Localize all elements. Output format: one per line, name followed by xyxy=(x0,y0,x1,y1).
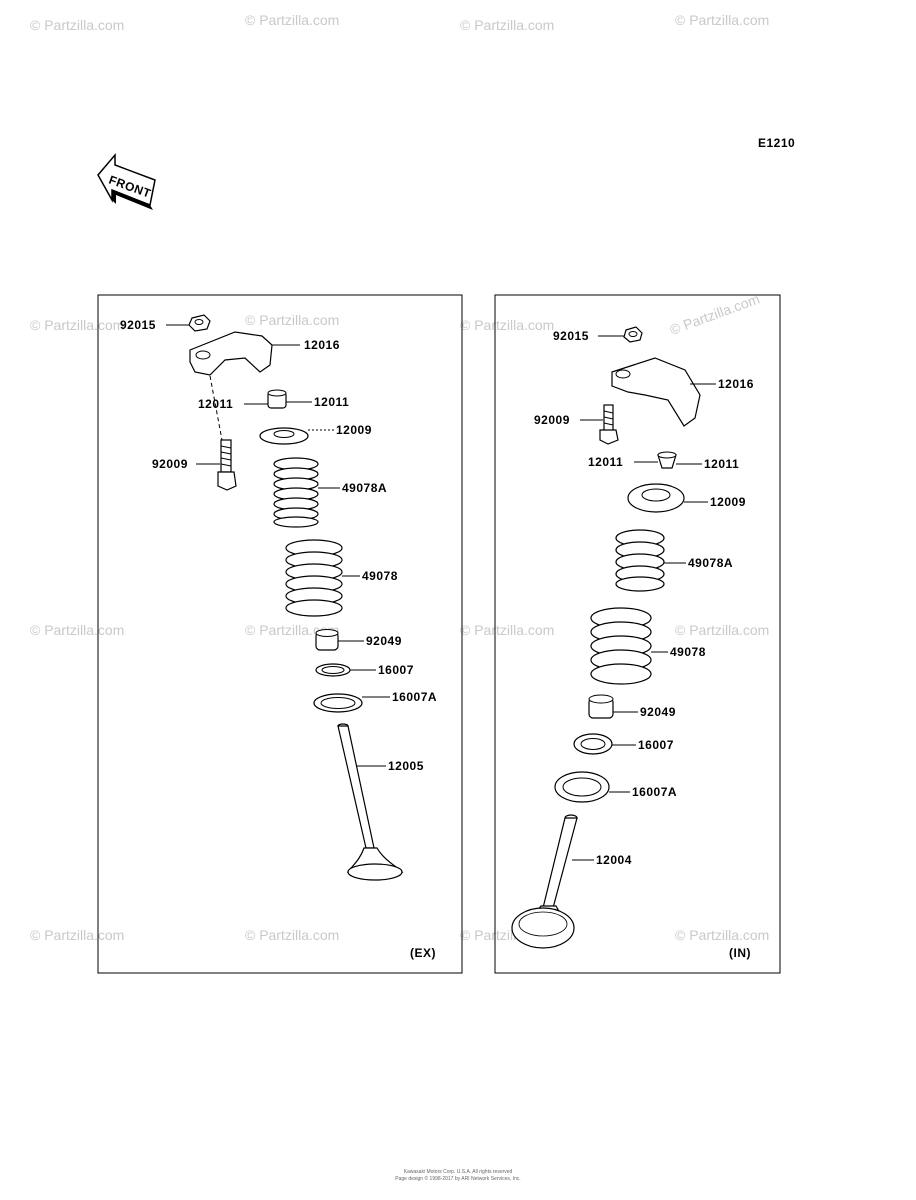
nut-part xyxy=(623,326,643,343)
outer-spring-part xyxy=(590,607,652,685)
rocker-arm-part xyxy=(611,357,701,427)
part-number-label: 16007 xyxy=(378,663,414,677)
stem-seal-part xyxy=(588,694,614,719)
watermark: © Partzilla.com xyxy=(675,622,769,638)
watermark: © Partzilla.com xyxy=(668,291,762,338)
rocker-arm-part xyxy=(189,331,273,376)
part-number-label: 92015 xyxy=(120,318,156,332)
part-number-label: 12016 xyxy=(718,377,754,391)
part-number-label: 12011 xyxy=(704,457,739,471)
part-number-label: 92009 xyxy=(152,457,188,471)
seat-part xyxy=(315,663,351,677)
watermark: © Partzilla.com xyxy=(460,622,554,638)
part-number-label: 92049 xyxy=(366,634,402,648)
part-number-label: 12011 xyxy=(198,397,233,411)
part-number-label: 92009 xyxy=(534,413,570,427)
watermark: © Partzilla.com xyxy=(245,622,339,638)
footer-copyright: Kawasaki Motors Corp. U.S.A. All rights … xyxy=(404,1169,513,1175)
watermark: © Partzilla.com xyxy=(30,317,124,333)
inner-spring-part xyxy=(615,529,665,592)
outer-spring-part xyxy=(285,539,343,617)
watermark: © Partzilla.com xyxy=(675,12,769,28)
footer-design-credit: Page design © 1998-2017 by ARI Network S… xyxy=(395,1175,520,1182)
retainer-part xyxy=(627,483,685,513)
valve-part xyxy=(337,723,404,881)
part-number-label: 92015 xyxy=(553,329,589,343)
watermark: © Partzilla.com xyxy=(675,927,769,943)
watermark: © Partzilla.com xyxy=(245,927,339,943)
in-panel: © Partzilla.com 92015 12016 92009 xyxy=(494,291,781,974)
watermark: © Partzilla.com xyxy=(460,17,554,33)
part-number-label: 12011 xyxy=(314,395,349,409)
part-number-label: 12011 xyxy=(588,455,623,469)
part-number-label: 49078A xyxy=(342,481,387,495)
part-number-label: 12005 xyxy=(388,759,424,773)
stem-seal-part xyxy=(315,629,339,651)
part-number-label: 16007A xyxy=(632,785,677,799)
front-arrow-icon: FRONT xyxy=(97,152,156,210)
watermark: © Partzilla.com xyxy=(30,927,124,943)
part-number-label: 12009 xyxy=(710,495,746,509)
watermark: © Partzilla.com xyxy=(30,622,124,638)
in-panel-frame xyxy=(494,294,781,974)
part-number-label: 12004 xyxy=(596,853,632,867)
ex-panel: 92015 12016 12011 12011 12009 xyxy=(97,294,463,974)
panel-tag: (EX) xyxy=(410,946,436,960)
retainer-part xyxy=(259,427,309,445)
part-number-label: 16007 xyxy=(638,738,674,752)
washer-part xyxy=(313,693,363,713)
part-number-label: 49078 xyxy=(362,569,398,583)
nut-part xyxy=(188,314,211,332)
screw-part xyxy=(217,439,237,491)
watermark: © Partzilla.com xyxy=(245,12,339,28)
watermark: © Partzilla.com xyxy=(30,17,124,33)
part-number-label: 12009 xyxy=(336,423,372,437)
panel-tag: (IN) xyxy=(729,946,751,960)
part-number-label: 16007A xyxy=(392,690,437,704)
part-number-label: 49078A xyxy=(688,556,733,570)
seat-part xyxy=(573,733,613,755)
watermark: © Partzilla.com xyxy=(460,317,554,333)
screw-part xyxy=(599,404,619,445)
adjuster-part xyxy=(657,451,677,469)
part-number-label: 12016 xyxy=(304,338,340,352)
adjuster-part xyxy=(267,389,287,409)
watermark: © Partzilla.com xyxy=(245,312,339,328)
diagram-code: E1210 xyxy=(758,136,795,150)
part-number-label: 49078 xyxy=(670,645,706,659)
watermark-layer: © Partzilla.com © Partzilla.com © Partzi… xyxy=(30,12,769,943)
inner-spring-part xyxy=(273,457,319,528)
valve-part xyxy=(511,814,578,949)
part-number-label: 92049 xyxy=(640,705,676,719)
ex-panel-frame xyxy=(97,294,463,974)
washer-part xyxy=(554,771,610,803)
